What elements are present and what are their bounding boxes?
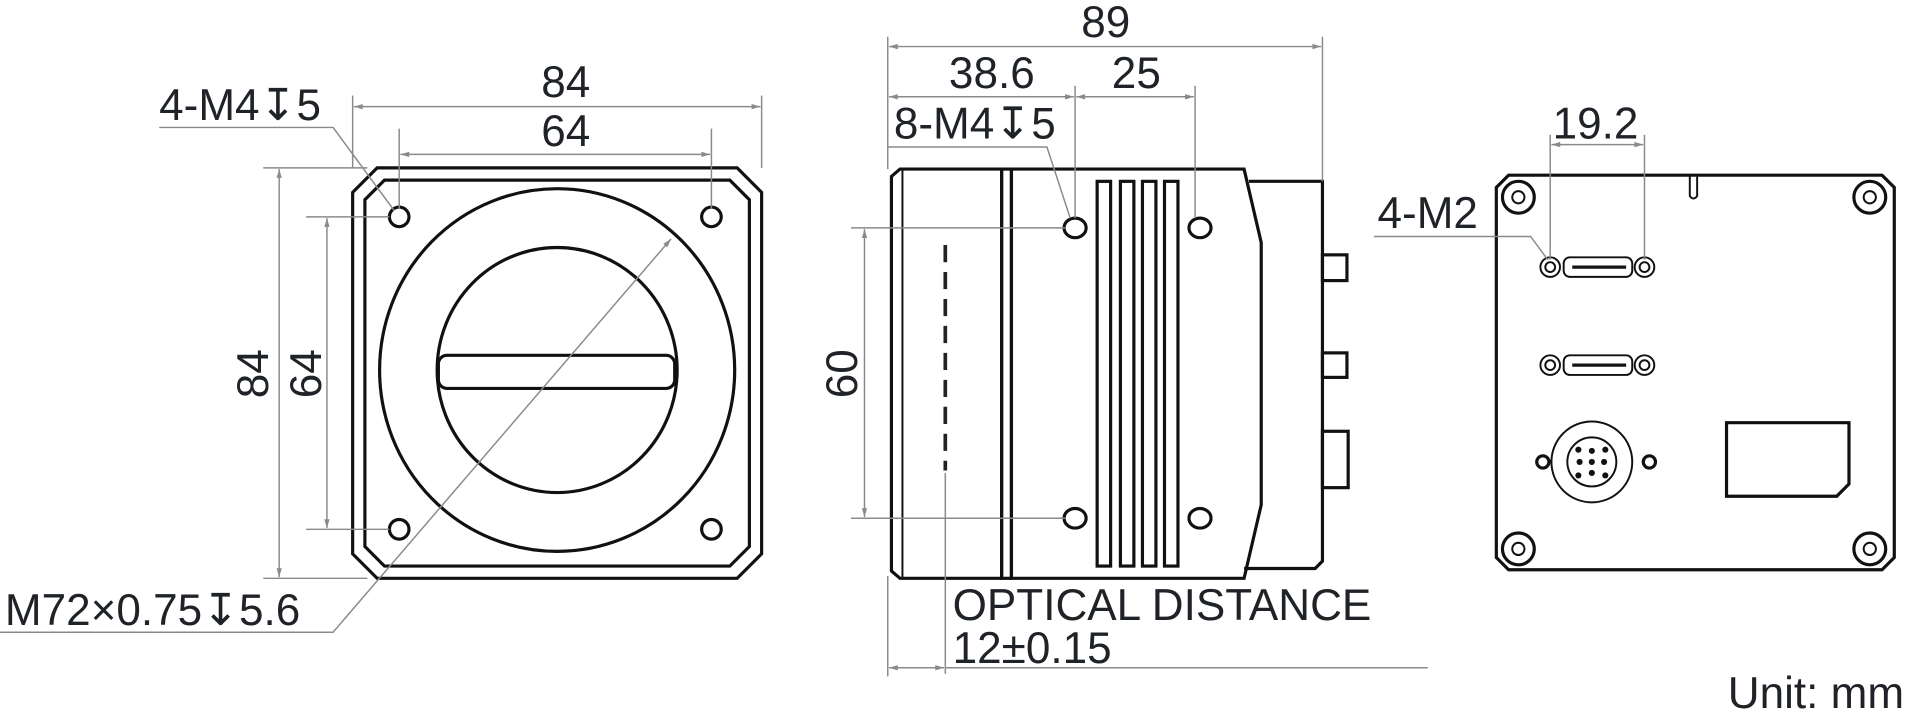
mount-hole <box>700 517 723 541</box>
dim-height-84: 84 <box>229 349 278 398</box>
callout-4-m4: 4-M4↧5 <box>159 81 321 130</box>
rear-outline <box>1494 173 1896 572</box>
corner-screw <box>1500 179 1536 215</box>
mount-hole <box>700 205 723 229</box>
rear-view: 19.2 4-M2 <box>1373 99 1896 572</box>
sensor-slot <box>436 353 677 390</box>
callout-m72: M72×0.75↧5.6 <box>5 586 300 635</box>
dim-19-2: 19.2 <box>1553 99 1639 148</box>
dim-38-6: 38.6 <box>949 49 1035 98</box>
notch <box>1688 175 1699 200</box>
side-view: 89 38.6 25 8-M4↧5 60 OPTICAL DISTANCE 12… <box>818 0 1428 677</box>
front-outer-outline <box>351 166 764 580</box>
dim-width-64: 64 <box>541 107 590 156</box>
connector-stub <box>1320 253 1349 283</box>
callout-8-m4: 8-M4↧5 <box>894 99 1056 148</box>
cooling-fin <box>1095 179 1113 568</box>
corner-screw <box>1852 179 1888 215</box>
power-io-connector <box>1535 420 1658 504</box>
camera-body <box>1009 167 1263 580</box>
dim-length-89: 89 <box>1081 0 1130 47</box>
dim-25: 25 <box>1112 49 1161 98</box>
front-view: 84 64 84 64 4-M4↧5 M72×0.75↧5.6 <box>0 58 764 635</box>
callout-4-m2: 4-M2 <box>1378 189 1478 238</box>
dim-width-84: 84 <box>541 58 590 107</box>
side-hole <box>1062 216 1088 240</box>
units-label: Unit: mm <box>1728 669 1904 718</box>
side-hole <box>1187 216 1213 240</box>
optical-distance-value: 12±0.15 <box>953 624 1112 673</box>
side-hole <box>1187 506 1213 530</box>
data-connector-1 <box>1539 256 1656 278</box>
mount-hole <box>387 205 411 229</box>
corner-screw <box>1852 531 1888 567</box>
lens-mount-outer <box>377 187 737 553</box>
mount-hole <box>387 517 411 541</box>
dim-height-64: 64 <box>282 349 331 398</box>
dim-height-60: 60 <box>818 349 867 398</box>
data-connector-2 <box>1539 354 1656 376</box>
rear-housing <box>1244 179 1325 571</box>
front-inner-outline <box>363 178 751 568</box>
cooling-fin <box>1118 179 1136 568</box>
label-plate <box>1724 421 1851 498</box>
corner-screw <box>1500 531 1536 567</box>
optical-distance-label: OPTICAL DISTANCE <box>953 581 1372 630</box>
lens-mount-inner <box>435 245 679 495</box>
connector-stub <box>1320 429 1350 490</box>
lens-ring <box>889 167 1004 580</box>
side-hole <box>1062 506 1088 530</box>
cooling-fin <box>1162 179 1180 568</box>
connector-stub <box>1320 351 1349 379</box>
cooling-fin <box>1140 179 1158 568</box>
